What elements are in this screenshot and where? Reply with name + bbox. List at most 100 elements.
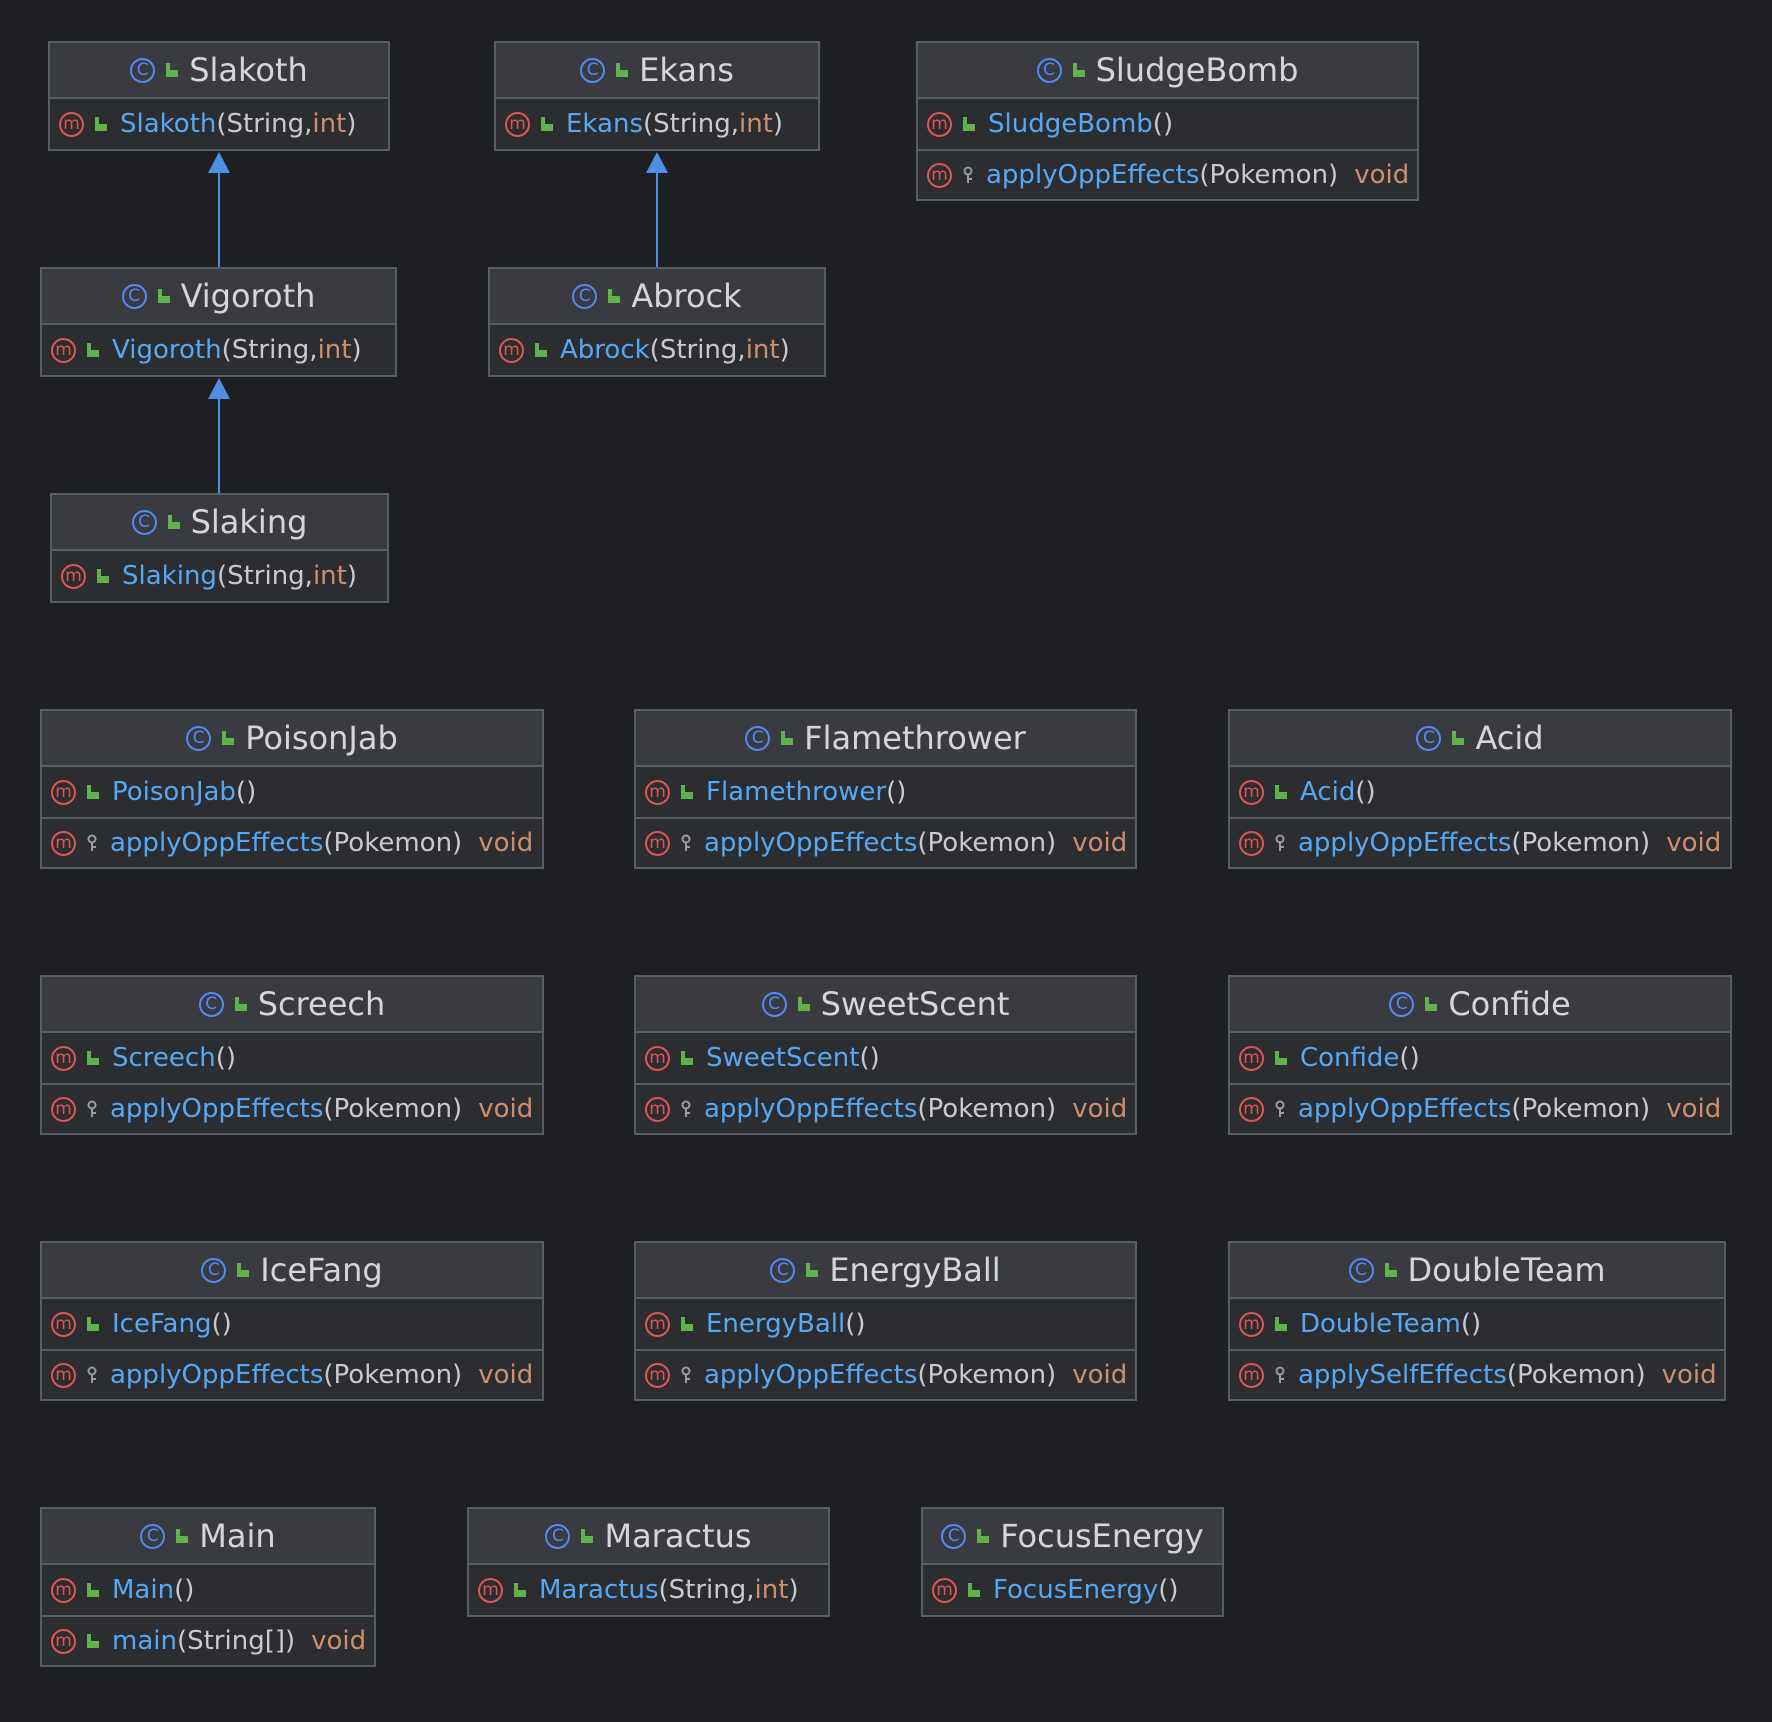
method-icon: m (51, 1362, 76, 1388)
method-icon: m (1239, 1096, 1264, 1122)
method-name: applySelfEffects (1298, 1360, 1507, 1390)
public-visibility-icon (1384, 1263, 1397, 1277)
method-name: Confide (1300, 1043, 1400, 1073)
method-params: (String, (221, 335, 318, 365)
method-icon: m (51, 830, 76, 856)
method-icon: m (1239, 779, 1264, 805)
class-icon: C (198, 991, 224, 1017)
inheritance-arrowhead (208, 378, 230, 399)
class-icon: C (140, 1523, 166, 1549)
param-type: int (312, 561, 347, 591)
return-type: void (1072, 1094, 1128, 1124)
public-visibility-icon (1275, 1051, 1287, 1065)
return-type: void (1354, 160, 1410, 190)
method-icon: m (478, 1577, 503, 1603)
class-name: Main (199, 1517, 276, 1555)
method-name: PoisonJab (112, 777, 236, 807)
class-header[interactable]: C Main (42, 1509, 374, 1565)
method-icon: m (61, 563, 86, 589)
public-visibility-icon (681, 1317, 693, 1331)
public-visibility-icon (87, 1634, 99, 1648)
inheritance-arrowhead (208, 152, 230, 173)
param-type: int (754, 1575, 789, 1605)
public-visibility-icon (535, 343, 547, 357)
method-params: (String, (642, 109, 739, 139)
class-icon: C (545, 1523, 571, 1549)
method-name: Main (112, 1575, 175, 1605)
param-type: int (739, 109, 773, 139)
method-name: Slaking (122, 561, 217, 591)
public-visibility-icon (1072, 63, 1085, 77)
method-name: Acid (1300, 777, 1356, 807)
public-visibility-icon (806, 1263, 819, 1277)
method-icon: m (645, 1045, 670, 1071)
method-params-end: ) (346, 561, 358, 591)
method-params: () (845, 1309, 866, 1339)
